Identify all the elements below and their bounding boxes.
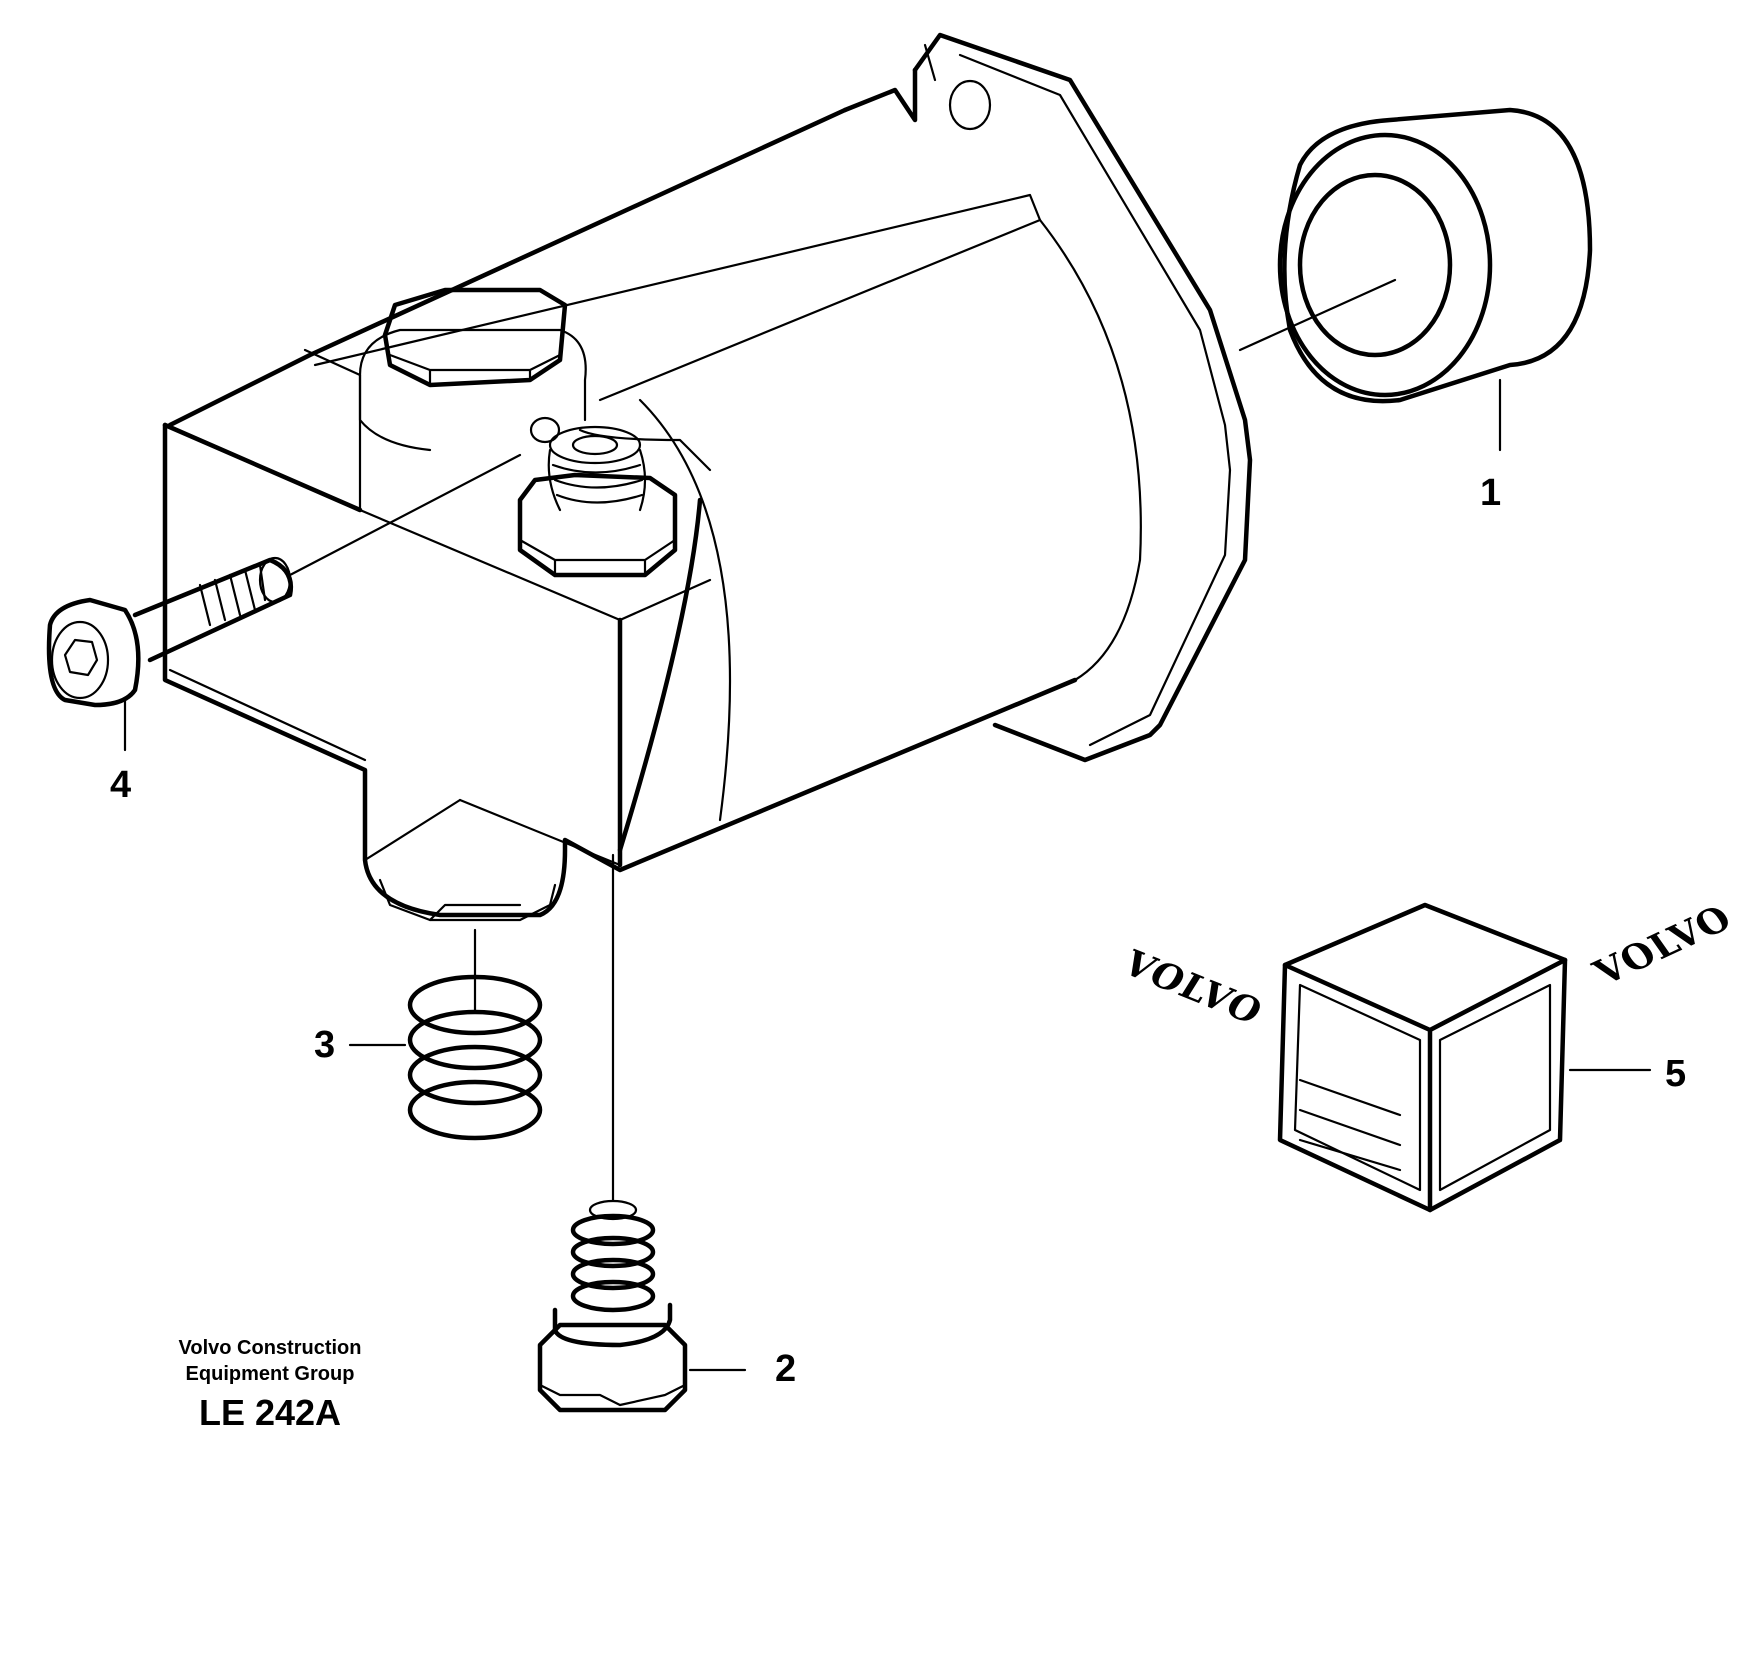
caption-line-1: Volvo Construction (178, 1337, 362, 1359)
callout-1: 1 (1480, 472, 1502, 514)
part-4-cap-screw (46, 453, 522, 752)
caption-line-2: Equipment Group (185, 1363, 355, 1385)
callout-5: 5 (1665, 1053, 1687, 1095)
part-2-valve-plug (537, 853, 747, 1413)
drawing-caption: Volvo Construction Equipment Group LE 24… (140, 1335, 400, 1433)
part-5-volvo-kit-box: VOLVO VOLVO (1114, 897, 1741, 1213)
part-3-spring (348, 928, 543, 1141)
drawing-code: LE 242A (198, 1392, 342, 1433)
callout-4: 4 (110, 764, 132, 806)
callout-2: 2 (775, 1348, 797, 1390)
volvo-logo-left: VOLVO (1114, 942, 1271, 1033)
pump-housing (162, 32, 1253, 922)
callout-3: 3 (314, 1024, 336, 1066)
volvo-logo-right: VOLVO (1585, 897, 1741, 993)
part-1-bushing (1238, 107, 1593, 452)
